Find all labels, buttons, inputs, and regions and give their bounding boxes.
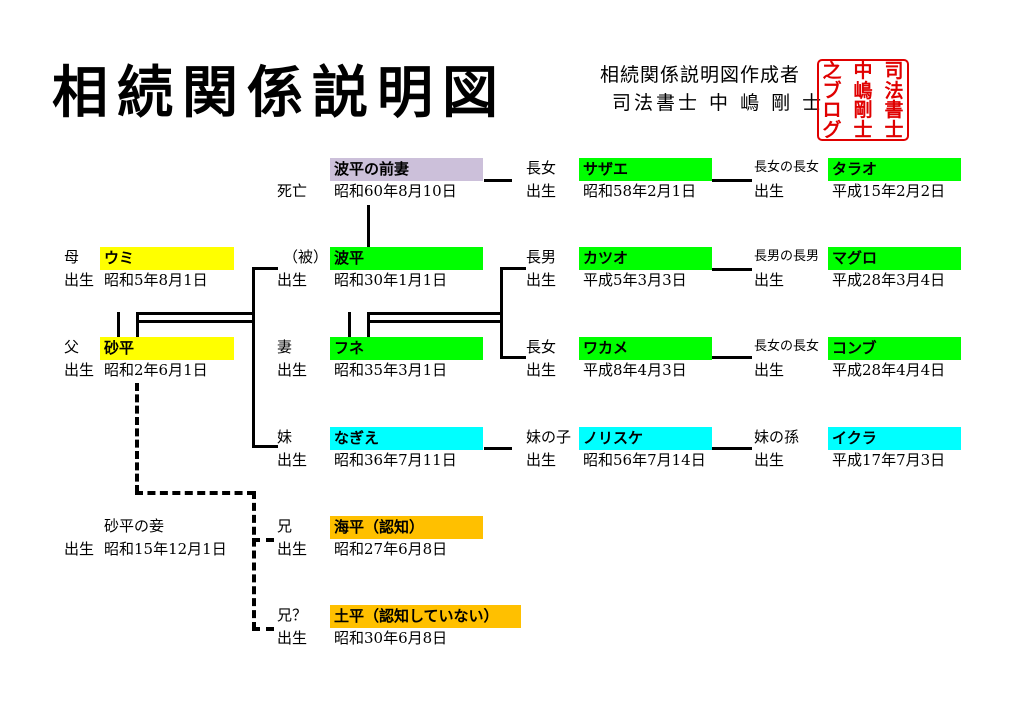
branch-wakame xyxy=(500,356,526,359)
birth-label: 出生 xyxy=(754,451,785,469)
father-birth: 昭和2年6月1日 xyxy=(104,361,208,379)
wakame-to-konbu xyxy=(712,356,752,359)
father-name-box: 砂平 xyxy=(100,337,234,360)
konbu-birth: 平成28年4月4日 xyxy=(832,361,946,379)
birth-label: 出生 xyxy=(277,361,308,379)
seal-text-col2: 中嶋剛士 xyxy=(853,60,873,141)
father-relation: 父 xyxy=(64,338,80,356)
dashed-children-trunk xyxy=(252,491,256,630)
seal-text-col1: 之ブログ xyxy=(822,60,842,141)
birth-label: 出生 xyxy=(526,451,557,469)
tarao-birth: 平成15年2月2日 xyxy=(832,182,946,200)
birth-label: 出生 xyxy=(754,182,785,200)
mother-father-line xyxy=(117,312,120,340)
mother-relation: 母 xyxy=(64,248,80,266)
wakame-relation: 長女 xyxy=(526,338,557,356)
sazae-relation: 長女 xyxy=(526,159,557,177)
branch-sister xyxy=(252,445,278,448)
katsuo-relation: 長男 xyxy=(526,248,557,266)
brother-relation: 兄 xyxy=(277,517,293,535)
wife-birth: 昭和35年3月1日 xyxy=(334,361,448,379)
mistress-name: 砂平の妾 xyxy=(104,517,165,535)
birth-label: 出生 xyxy=(277,629,308,647)
marriage-line-h1 xyxy=(136,312,253,315)
decedent-name-box: 波平 xyxy=(330,247,483,270)
katsuo-to-maguro xyxy=(712,268,752,271)
ikura-name-box: イクラ xyxy=(828,427,961,450)
birth-label: 出生 xyxy=(754,271,785,289)
katsuo-birth: 平成5年3月3日 xyxy=(583,271,687,289)
sister-relation: 妹 xyxy=(277,428,293,446)
author-line-1: 相続関係説明図作成者 xyxy=(600,64,801,86)
birth-label: 出生 xyxy=(277,271,308,289)
couple-line-h1 xyxy=(367,312,502,315)
birth-label: 出生 xyxy=(64,361,95,379)
dashed-father-line xyxy=(135,383,139,493)
brother2-birth: 昭和30年6月8日 xyxy=(334,629,448,647)
katsuo-name-box: カツオ xyxy=(579,247,712,270)
maguro-birth: 平成28年3月4日 xyxy=(832,271,946,289)
maguro-name-box: マグロ xyxy=(828,247,961,270)
brother2-relation: 兄？ xyxy=(277,606,308,624)
couple-line-h2 xyxy=(367,320,502,323)
branch-katsuo xyxy=(500,267,526,270)
sazae-name-box: サザエ xyxy=(579,158,712,181)
birth-label: 出生 xyxy=(526,271,557,289)
norisuke-birth: 昭和56年7月14日 xyxy=(583,451,706,469)
sister-birth: 昭和36年7月11日 xyxy=(334,451,457,469)
ikura-birth: 平成17年7月3日 xyxy=(832,451,946,469)
decedent-wife-line xyxy=(348,312,351,340)
sazae-to-tarao xyxy=(712,179,752,182)
decedent-birth: 昭和30年1月1日 xyxy=(334,271,448,289)
former-wife-relation: 死亡 xyxy=(277,182,308,200)
dashed-branch-dohei xyxy=(252,627,274,631)
mistress-birth: 昭和15年12月1日 xyxy=(104,540,227,558)
brother-name-box: 海平（認知） xyxy=(330,516,483,539)
birth-label: 出生 xyxy=(64,271,95,289)
birth-label: 出生 xyxy=(754,361,785,379)
dashed-branch-kaihei xyxy=(252,538,274,542)
birth-label: 出生 xyxy=(277,451,308,469)
branch-decedent xyxy=(252,267,278,270)
mother-name-box: ウミ xyxy=(100,247,234,270)
marriage-line-h2 xyxy=(136,320,253,323)
konbu-relation: 長女の長女 xyxy=(754,339,820,354)
ikura-relation: 妹の孫 xyxy=(754,428,800,446)
dashed-mistress-line xyxy=(135,491,255,495)
wakame-name-box: ワカメ xyxy=(579,337,712,360)
brother2-name-box: 土平（認知していない） xyxy=(330,605,521,628)
brother-birth: 昭和27年6月8日 xyxy=(334,540,448,558)
children-trunk xyxy=(500,267,503,358)
norisuke-to-ikura xyxy=(712,447,752,450)
maguro-relation: 長男の長男 xyxy=(754,249,820,264)
birth-label: 出生 xyxy=(526,182,557,200)
tarao-name-box: タラオ xyxy=(828,158,961,181)
decedent-relation: （被） xyxy=(283,248,329,266)
birth-label: 出生 xyxy=(64,540,95,558)
seal-stamp: 之ブログ 中嶋剛士 司法書士 xyxy=(817,59,909,141)
sazae-birth: 昭和58年2月1日 xyxy=(583,182,697,200)
seal-text-col3: 司法書士 xyxy=(884,60,904,141)
sister-to-norisuke xyxy=(484,447,512,450)
birth-label: 出生 xyxy=(277,540,308,558)
couple-line-v xyxy=(367,312,370,340)
tarao-relation: 長女の長女 xyxy=(754,160,820,175)
siblings-trunk xyxy=(252,267,255,448)
norisuke-name-box: ノリスケ xyxy=(579,427,712,450)
norisuke-relation: 妹の子 xyxy=(526,428,572,446)
author-line-2: 司法書士 中 嶋 剛 士 xyxy=(612,92,825,114)
wakame-birth: 平成8年4月3日 xyxy=(583,361,687,379)
wife-relation: 妻 xyxy=(277,338,293,356)
former-wife-name-box: 波平の前妻 xyxy=(330,158,483,181)
former-wife-line xyxy=(367,205,370,248)
marriage-line-v xyxy=(136,312,139,340)
konbu-name-box: コンブ xyxy=(828,337,961,360)
former-wife-to-sazae xyxy=(484,179,512,182)
mother-birth: 昭和5年8月1日 xyxy=(104,271,208,289)
birth-label: 出生 xyxy=(526,361,557,379)
page-title: 相続関係説明図 xyxy=(52,61,507,126)
former-wife-death: 昭和60年8月10日 xyxy=(334,182,457,200)
wife-name-box: フネ xyxy=(330,337,483,360)
sister-name-box: なぎえ xyxy=(330,427,483,450)
